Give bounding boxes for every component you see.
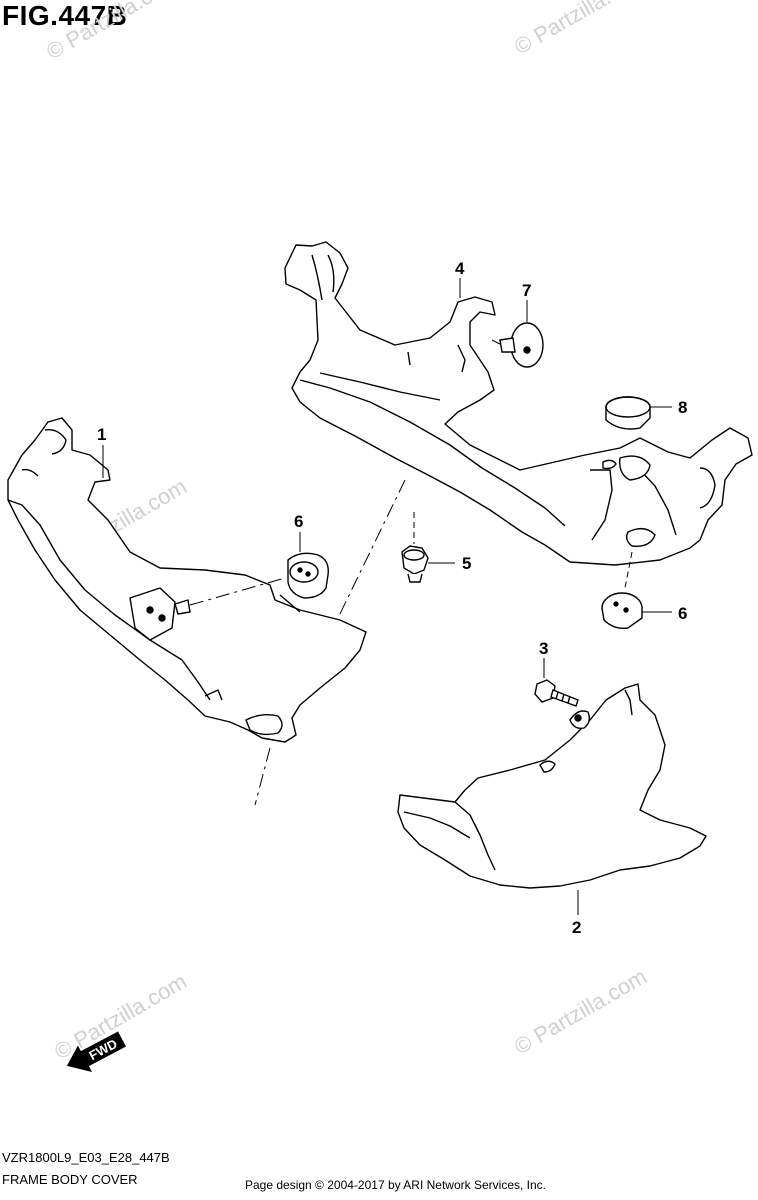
callouts: 1 2 3 4 5 6 6 7 8 bbox=[97, 259, 687, 937]
callout-2: 2 bbox=[572, 918, 581, 937]
part-6-grommet-right bbox=[601, 592, 643, 630]
callout-8: 8 bbox=[678, 398, 687, 417]
watermark: © Partzilla.com bbox=[510, 0, 651, 59]
callout-1: 1 bbox=[97, 425, 106, 444]
part-3-screw bbox=[534, 679, 579, 707]
part-4-cover-bracket bbox=[284, 241, 753, 566]
callout-5: 5 bbox=[462, 554, 471, 573]
dash-line-grommet-left bbox=[189, 577, 286, 606]
figure-code: VZR1800L9_E03_E28_447B bbox=[2, 1150, 170, 1165]
callout-7: 7 bbox=[522, 281, 531, 300]
part-8-cushion bbox=[605, 396, 651, 430]
callout-6-left: 6 bbox=[294, 512, 303, 531]
part-7-rivet bbox=[499, 322, 544, 368]
dash-line-lower bbox=[254, 747, 271, 806]
part-2-lower-cover bbox=[397, 683, 707, 889]
figure-name: FRAME BODY COVER bbox=[2, 1172, 138, 1187]
part-6-grommet-left bbox=[287, 552, 329, 599]
dash-line-grommet bbox=[624, 551, 633, 589]
watermark: © Partzilla.com bbox=[50, 969, 191, 1065]
watermark: © Partzilla.com bbox=[510, 964, 651, 1060]
dash-line-cover bbox=[337, 479, 406, 619]
watermark: © Partzilla.com bbox=[42, 0, 183, 64]
leader-rivet-tip bbox=[491, 339, 501, 345]
callout-4: 4 bbox=[455, 259, 465, 278]
part-1-side-cover bbox=[7, 417, 367, 743]
page-credit: Page design © 2004-2017 by ARI Network S… bbox=[245, 1178, 547, 1192]
figure-title: FIG.447B bbox=[2, 0, 128, 31]
callout-3: 3 bbox=[539, 639, 548, 658]
leader-lines bbox=[102, 278, 672, 915]
callout-6-right: 6 bbox=[678, 604, 687, 623]
part-5-clip bbox=[401, 545, 429, 583]
